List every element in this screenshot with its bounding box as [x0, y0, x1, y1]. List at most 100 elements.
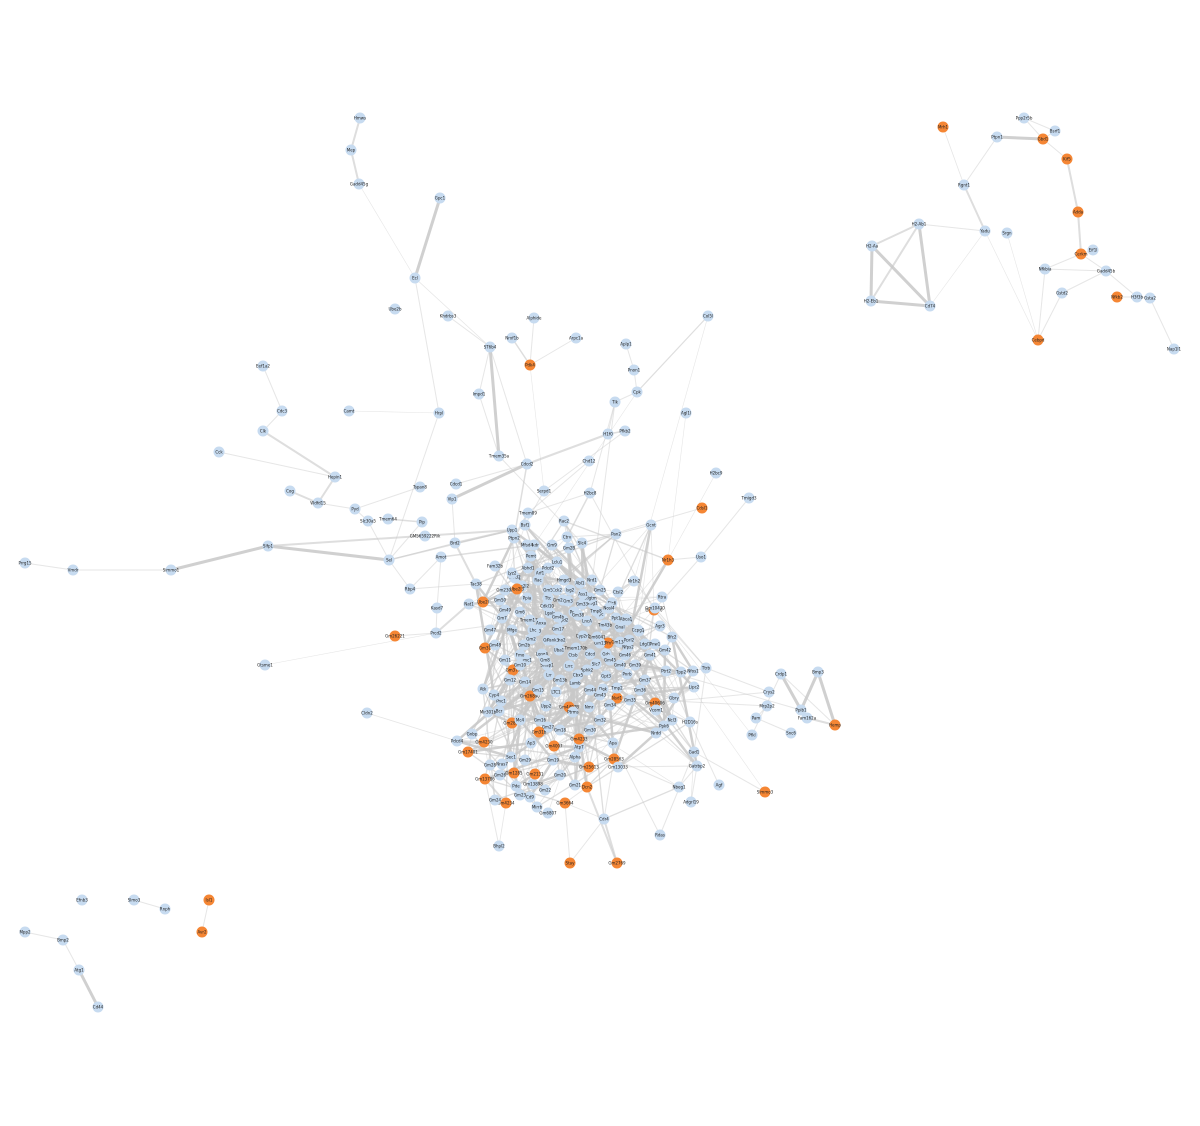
- node-circle[interactable]: [554, 769, 566, 781]
- node-circle[interactable]: [514, 659, 526, 671]
- node-circle[interactable]: [654, 620, 666, 632]
- node-circle[interactable]: [521, 539, 533, 551]
- node-adda[interactable]: Adda: [1072, 206, 1084, 218]
- node-circle[interactable]: [576, 537, 588, 549]
- node-circle[interactable]: [614, 621, 626, 633]
- node-circle[interactable]: [529, 768, 541, 780]
- node-lipc2[interactable]: Lipc2: [688, 681, 700, 693]
- node-circle[interactable]: [542, 584, 554, 596]
- node-circle[interactable]: [654, 829, 666, 841]
- node-circle[interactable]: [431, 602, 443, 614]
- node-circle[interactable]: [865, 295, 877, 307]
- node-pdk4[interactable]: Pdk4: [524, 359, 536, 371]
- node-circle[interactable]: [581, 664, 593, 676]
- node-circle[interactable]: [92, 1001, 104, 1013]
- node-efnb3[interactable]: Efnb3: [76, 894, 88, 906]
- node-prrg15[interactable]: Prrg15: [18, 557, 32, 569]
- node-mfge[interactable]: Mfge: [506, 624, 518, 636]
- node-circle[interactable]: [466, 728, 478, 740]
- node-circle[interactable]: [713, 779, 725, 791]
- node-circle[interactable]: [614, 659, 626, 671]
- node-cdcd[interactable]: Cdcd: [584, 648, 596, 660]
- node-circle[interactable]: [581, 781, 593, 793]
- node-circle[interactable]: [1037, 133, 1049, 145]
- node-circle[interactable]: [688, 746, 700, 758]
- node-pnon1[interactable]: Pnon1: [628, 364, 641, 376]
- node-circle[interactable]: [484, 624, 496, 636]
- node-circle[interactable]: [619, 425, 631, 437]
- node-circle[interactable]: [594, 714, 606, 726]
- node-circle[interactable]: [594, 584, 606, 596]
- node-cdc3[interactable]: Cdc3: [276, 405, 288, 417]
- node-circle[interactable]: [619, 649, 631, 661]
- node-gtsme1[interactable]: Gtsme1: [257, 659, 273, 671]
- node-circle[interactable]: [540, 700, 552, 712]
- node-circle[interactable]: [493, 840, 505, 852]
- node-cd74[interactable]: Cd74: [924, 300, 936, 312]
- node-cerkm[interactable]: Cerkm: [1074, 248, 1088, 260]
- node-circle[interactable]: [527, 624, 539, 636]
- node-circle[interactable]: [532, 574, 544, 586]
- node-sec1[interactable]: Sec1: [505, 751, 517, 763]
- node-circle[interactable]: [524, 359, 536, 371]
- node-circle[interactable]: [659, 644, 671, 656]
- node-nr1h3[interactable]: Nr1h3: [662, 554, 675, 566]
- node-col5l[interactable]: Col5l: [702, 310, 714, 322]
- node-circle[interactable]: [534, 714, 546, 726]
- node-circle[interactable]: [508, 532, 520, 544]
- node-circle[interactable]: [553, 644, 565, 656]
- node-circle[interactable]: [349, 503, 361, 515]
- node-circle[interactable]: [743, 492, 755, 504]
- node-circle[interactable]: [558, 515, 570, 527]
- node-gcnt[interactable]: Gcnt: [645, 519, 657, 531]
- node-ctsb[interactable]: Ctsb: [567, 649, 579, 661]
- node-ttrb[interactable]: Ttrb: [700, 662, 712, 674]
- node-circle[interactable]: [691, 760, 703, 772]
- node-cebpd[interactable]: Cebpd: [1032, 334, 1045, 346]
- node-circle[interactable]: [1032, 334, 1044, 346]
- node-circle[interactable]: [658, 720, 670, 732]
- node-circle[interactable]: [631, 386, 643, 398]
- node-circle[interactable]: [586, 574, 598, 586]
- node-pyd[interactable]: Pyd: [349, 503, 361, 515]
- node-gstd2[interactable]: Gstd2: [1056, 287, 1068, 299]
- node-circle[interactable]: [680, 407, 692, 419]
- node-circle[interactable]: [528, 312, 540, 324]
- node-circle[interactable]: [525, 550, 537, 562]
- node-pam[interactable]: Pam: [750, 712, 762, 724]
- node-circle[interactable]: [493, 705, 505, 717]
- node-circle[interactable]: [473, 388, 485, 400]
- node-ppk6[interactable]: Ppk6: [658, 720, 670, 732]
- node-circle[interactable]: [581, 615, 593, 627]
- node-circle[interactable]: [700, 662, 712, 674]
- node-rac[interactable]: Rac: [532, 574, 544, 586]
- node-circle[interactable]: [750, 712, 762, 724]
- node-circle[interactable]: [1039, 263, 1051, 275]
- node-circle[interactable]: [442, 310, 454, 322]
- node-circle[interactable]: [564, 584, 576, 596]
- node-circle[interactable]: [603, 602, 615, 614]
- node-circle[interactable]: [649, 602, 661, 614]
- node-circle[interactable]: [656, 591, 668, 603]
- node-circle[interactable]: [979, 225, 991, 237]
- node-h2bc8[interactable]: H2bc8: [584, 487, 597, 499]
- node-ppp2r5b[interactable]: Ppp2r5b: [1016, 112, 1033, 124]
- node-circle[interactable]: [477, 596, 489, 608]
- node-circle[interactable]: [696, 502, 708, 514]
- node-circle[interactable]: [203, 894, 215, 906]
- node-circle[interactable]: [159, 903, 171, 915]
- node-bsf1[interactable]: Bsf1: [519, 519, 531, 531]
- node-avr2[interactable]: Avr2: [196, 926, 208, 938]
- node-circle[interactable]: [506, 567, 518, 579]
- node-cd44[interactable]: Cd44: [92, 1001, 104, 1013]
- node-circle[interactable]: [463, 598, 475, 610]
- node-circle[interactable]: [702, 310, 714, 322]
- node-kasd7[interactable]: Kasd7: [431, 602, 444, 614]
- node-circle[interactable]: [583, 761, 595, 773]
- node-circle[interactable]: [673, 781, 685, 793]
- node-circle[interactable]: [590, 658, 602, 670]
- node-vmdr[interactable]: Vmdr: [67, 564, 79, 576]
- node-circle[interactable]: [564, 857, 576, 869]
- node-uso1[interactable]: Uso1: [695, 551, 707, 563]
- node-circle[interactable]: [759, 786, 771, 798]
